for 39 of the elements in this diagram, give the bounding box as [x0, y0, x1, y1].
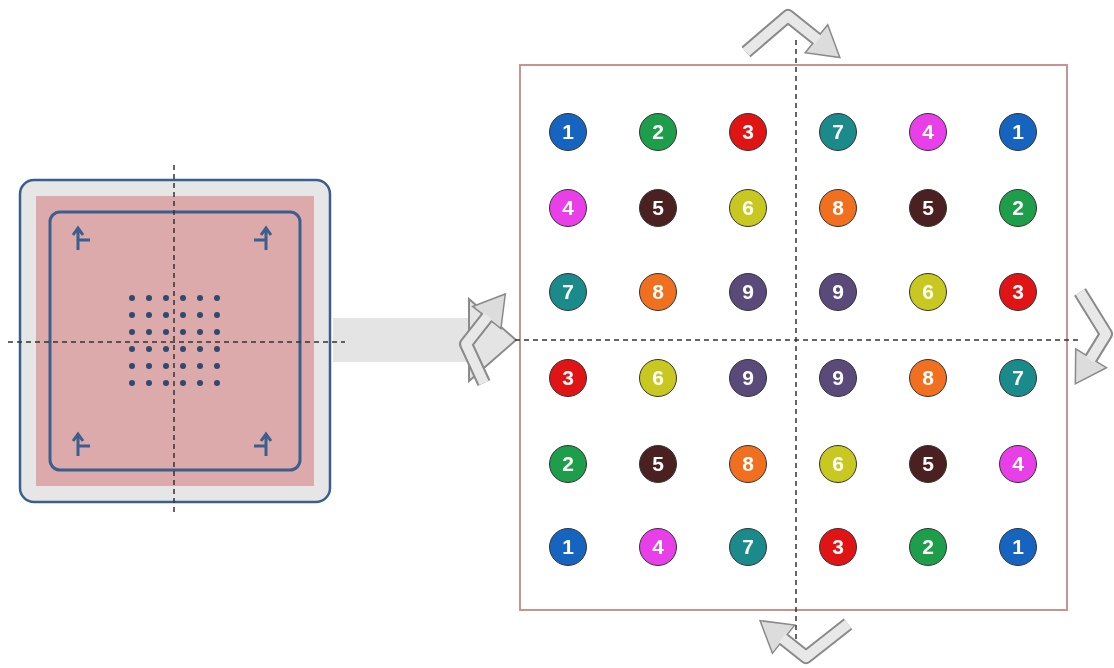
- numbered-disc: 2: [549, 445, 587, 483]
- numbered-disc: 2: [909, 528, 947, 566]
- numbered-disc: 8: [639, 273, 677, 311]
- grid-panel: [519, 64, 1068, 611]
- numbered-disc: 1: [999, 528, 1037, 566]
- numbered-disc: 5: [909, 189, 947, 227]
- numbered-disc: 7: [729, 528, 767, 566]
- numbered-disc: 5: [639, 189, 677, 227]
- mask-drawing: [18, 178, 332, 504]
- numbered-disc: 7: [819, 113, 857, 151]
- numbered-disc: 9: [729, 273, 767, 311]
- numbered-disc: 4: [999, 445, 1037, 483]
- numbered-disc: 6: [819, 445, 857, 483]
- numbered-disc: 4: [549, 189, 587, 227]
- numbered-disc: 1: [549, 528, 587, 566]
- numbered-disc: 2: [999, 189, 1037, 227]
- numbered-disc: 4: [639, 528, 677, 566]
- numbered-disc: 7: [549, 273, 587, 311]
- numbered-disc: 3: [729, 113, 767, 151]
- numbered-disc: 5: [639, 445, 677, 483]
- numbered-disc: 3: [819, 528, 857, 566]
- numbered-disc: 9: [819, 359, 857, 397]
- numbered-disc: 6: [729, 189, 767, 227]
- block-arrow: [333, 298, 517, 382]
- numbered-disc: 4: [909, 113, 947, 151]
- numbered-disc: 3: [549, 359, 587, 397]
- numbered-disc: 2: [639, 113, 677, 151]
- numbered-disc: 9: [729, 359, 767, 397]
- numbered-disc: 6: [909, 273, 947, 311]
- numbered-disc: 7: [999, 359, 1037, 397]
- numbered-disc: 1: [549, 113, 587, 151]
- numbered-disc: 8: [909, 359, 947, 397]
- numbered-disc: 3: [999, 273, 1037, 311]
- numbered-disc: 8: [819, 189, 857, 227]
- numbered-disc: 9: [819, 273, 857, 311]
- numbered-disc: 5: [909, 445, 947, 483]
- numbered-disc: 1: [999, 113, 1037, 151]
- numbered-disc: 6: [639, 359, 677, 397]
- numbered-disc: 8: [729, 445, 767, 483]
